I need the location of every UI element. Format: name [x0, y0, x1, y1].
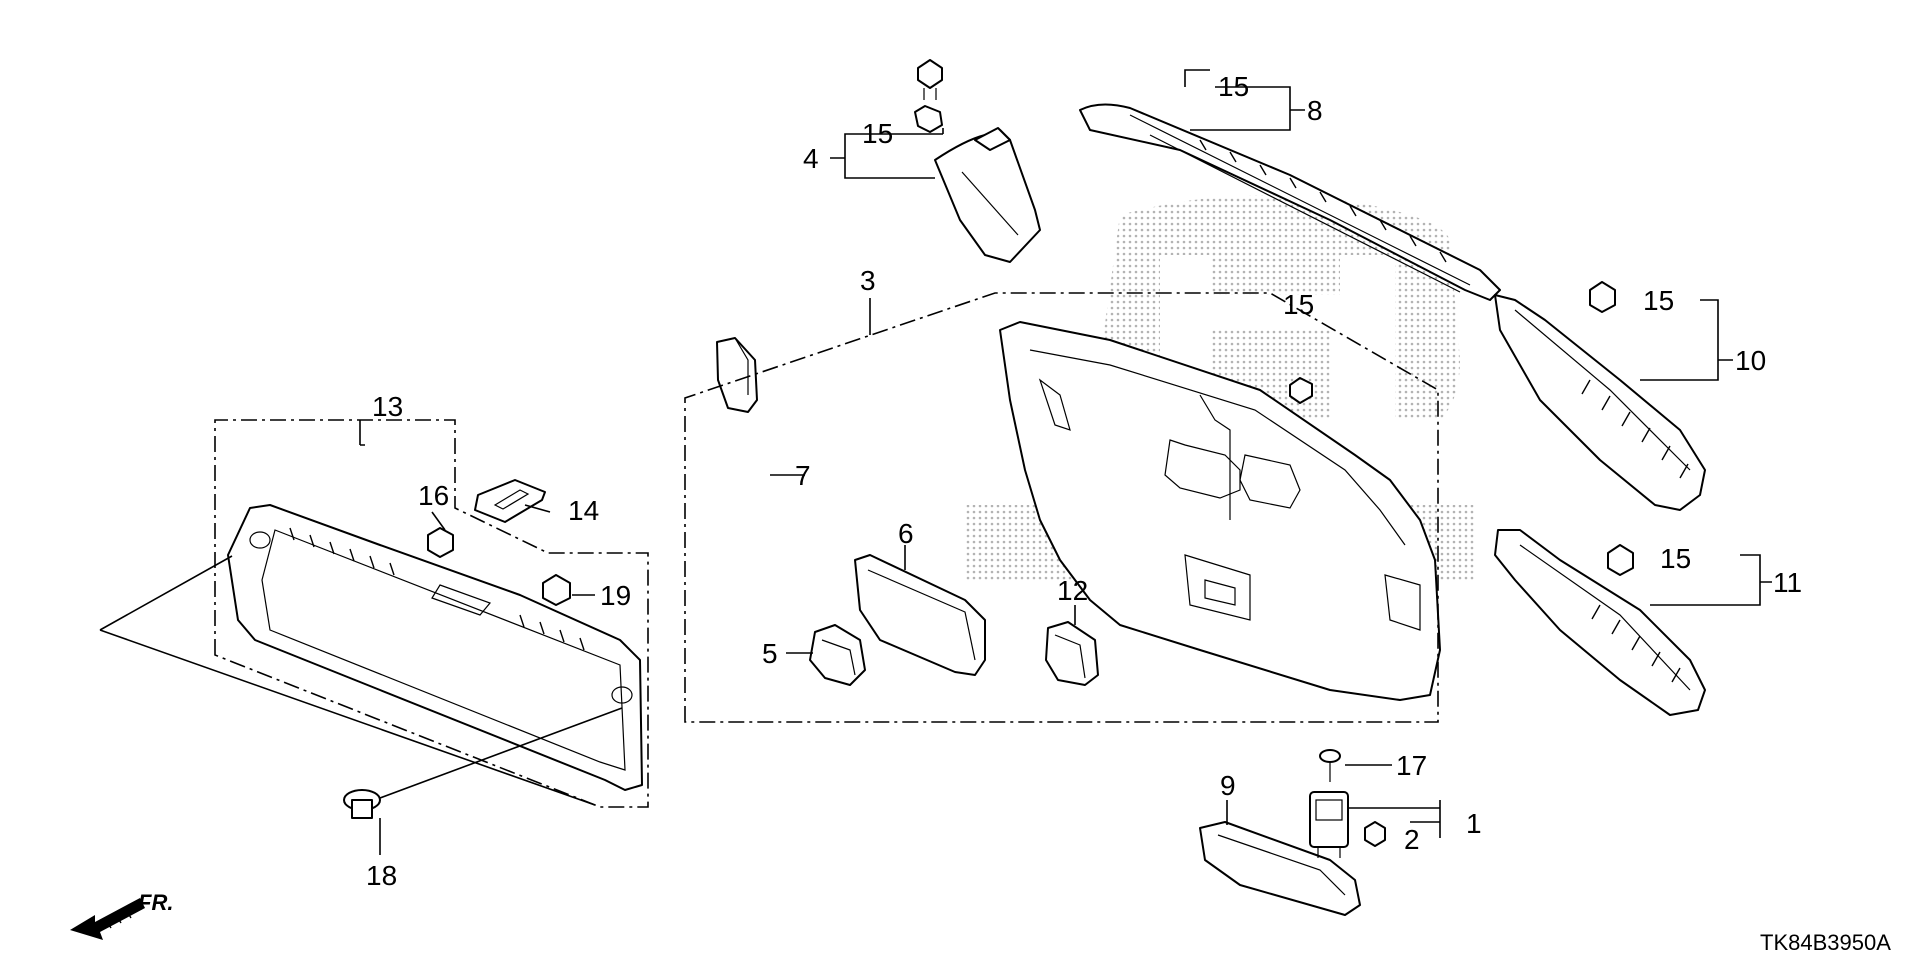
- callout-12: 12: [1057, 575, 1088, 606]
- part-5-cap: [809, 624, 866, 686]
- callout-17: 17: [1396, 750, 1427, 781]
- clip-15-pillar: [914, 105, 943, 133]
- leader-lines: [99, 69, 1772, 855]
- bolt-18: [343, 789, 381, 819]
- callout-11: 11: [1773, 567, 1802, 598]
- clip-16: [427, 527, 454, 558]
- part-11-side-trim: [1494, 529, 1706, 716]
- part-13-lower-garnish: [227, 504, 643, 791]
- callout-10: 10: [1735, 345, 1766, 376]
- callout-18: 18: [366, 860, 397, 891]
- callout-3: 3: [860, 265, 876, 296]
- clip-15-right-upper: [1589, 281, 1616, 313]
- callout-15-pillar: 15: [862, 118, 893, 149]
- callout-1: 1: [1466, 808, 1482, 839]
- callout-7: 7: [795, 460, 811, 491]
- clip-2: [1364, 821, 1386, 847]
- clip-15-right-lower: [1607, 544, 1634, 576]
- drawing-code: TK84B3950A: [1760, 930, 1891, 955]
- callout-6: 6: [898, 518, 914, 549]
- screw-17: [1319, 749, 1341, 782]
- callout-15-top: 15: [1218, 71, 1249, 102]
- part-14-pad: [474, 479, 546, 523]
- callout-19: 19: [600, 580, 631, 611]
- clip-15-top: [917, 59, 943, 100]
- callout-16: 16: [418, 480, 449, 511]
- part-8-upper-trim: [1079, 103, 1501, 301]
- callout-5: 5: [762, 638, 778, 669]
- callout-14: 14: [568, 495, 599, 526]
- front-direction-arrow: [70, 898, 145, 940]
- callout-9: 9: [1220, 770, 1236, 801]
- part-7-cover: [716, 337, 758, 413]
- callout-8: 8: [1307, 95, 1323, 126]
- clip-15-center: [1289, 377, 1313, 404]
- clip-19: [542, 574, 571, 606]
- callout-13: 13: [372, 391, 403, 422]
- direction-label: FR.: [138, 890, 173, 915]
- callout-15-right-upper: 15: [1643, 285, 1674, 316]
- part-10-side-trim: [1494, 294, 1706, 511]
- callout-4: 4: [803, 143, 819, 174]
- part-1-switch: [1309, 791, 1349, 858]
- part-3-tailgate-lining: [999, 321, 1441, 701]
- part-9-handle: [1199, 821, 1361, 916]
- callout-2: 2: [1404, 824, 1420, 855]
- group-3-outline: [684, 292, 1439, 723]
- callout-15-right-lower: 15: [1660, 543, 1691, 574]
- part-12-cap: [1045, 621, 1099, 686]
- part-6-panel: [854, 554, 986, 676]
- part-4-pillar-trim: [934, 127, 1041, 263]
- group-13-outline: [214, 419, 649, 808]
- callout-15-center: 15: [1283, 289, 1314, 320]
